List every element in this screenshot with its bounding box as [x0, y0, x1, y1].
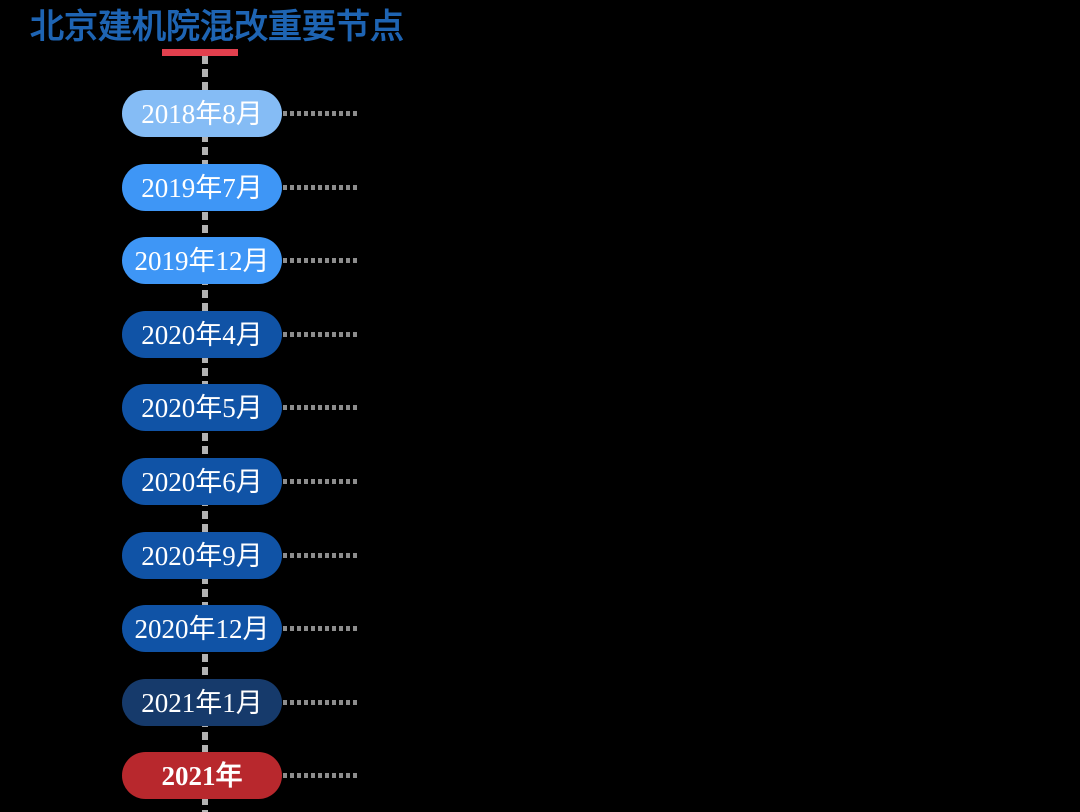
title-underline: [162, 49, 238, 56]
milestone-connector-line: [283, 553, 357, 558]
milestone-connector-line: [283, 773, 357, 778]
milestone-pill: 2020年4月: [122, 311, 282, 358]
milestone-label: 2021年1月: [141, 688, 263, 718]
milestone-label: 2020年6月: [141, 467, 263, 497]
milestone-pill: 2018年8月: [122, 90, 282, 137]
milestone-label: 2018年8月: [141, 99, 263, 129]
milestone-connector-line: [283, 258, 357, 263]
milestone-connector-line: [283, 479, 357, 484]
milestone-connector-line: [283, 405, 357, 410]
milestone-connector-line: [283, 700, 357, 705]
milestone-pill: 2019年7月: [122, 164, 282, 211]
milestone-pill: 2020年6月: [122, 458, 282, 505]
milestone-connector-line: [283, 626, 357, 631]
timeline-axis: [202, 56, 208, 812]
milestone-pill: 2020年12月: [122, 605, 282, 652]
milestone-pill: 2019年12月: [122, 237, 282, 284]
milestone-label: 2021年: [161, 761, 243, 791]
milestone-label: 2020年9月: [141, 541, 263, 571]
milestone-label: 2020年4月: [141, 320, 263, 350]
milestone-pill: 2020年9月: [122, 532, 282, 579]
milestone-label: 2019年12月: [134, 246, 270, 276]
milestone-connector-line: [283, 185, 357, 190]
page-title: 北京建机院混改重要节点: [30, 8, 404, 46]
milestone-pill: 2021年: [122, 752, 282, 799]
milestone-connector-line: [283, 332, 357, 337]
milestone-connector-line: [283, 111, 357, 116]
milestone-pill: 2021年1月: [122, 679, 282, 726]
milestone-label: 2019年7月: [141, 173, 263, 203]
milestone-pill: 2020年5月: [122, 384, 282, 431]
milestone-label: 2020年5月: [141, 393, 263, 423]
milestone-label: 2020年12月: [134, 614, 270, 644]
